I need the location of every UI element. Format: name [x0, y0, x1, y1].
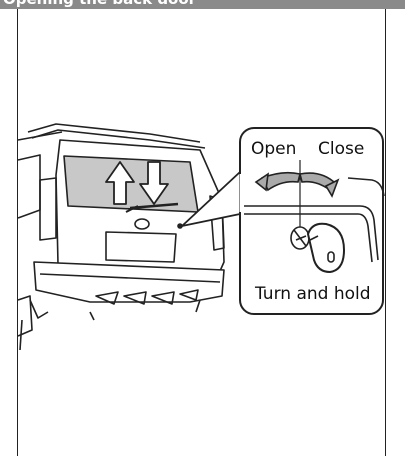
suv-rear-drawing	[18, 124, 224, 350]
close-label: Close	[318, 139, 364, 159]
open-label: Open	[251, 139, 296, 159]
turn-and-hold-caption: Turn and hold	[254, 284, 371, 304]
